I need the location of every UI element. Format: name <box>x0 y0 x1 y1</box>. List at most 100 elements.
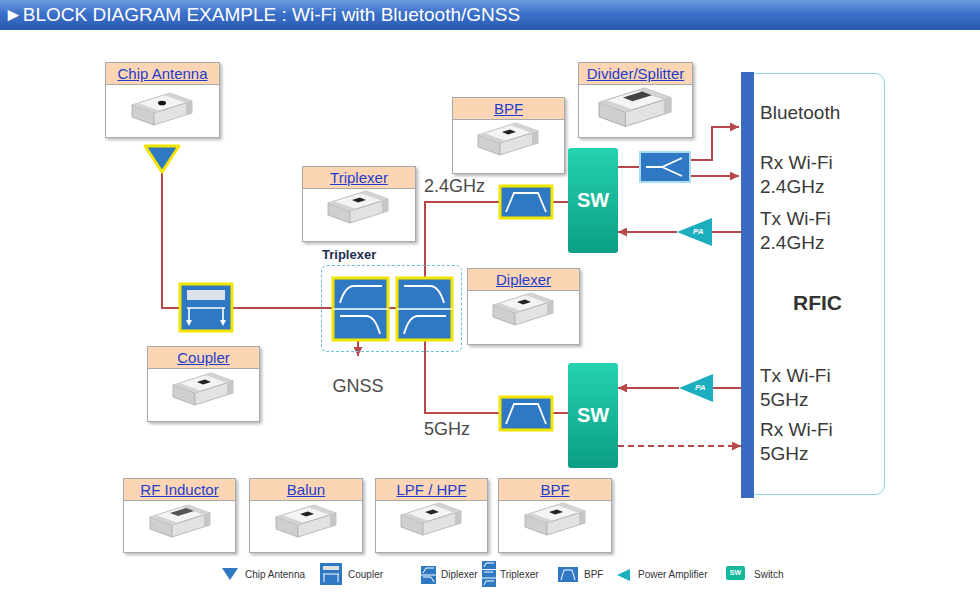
card-title: Triplexer <box>330 167 388 188</box>
coupler-icon-line <box>323 574 339 582</box>
part-card: Diplexer <box>467 268 580 345</box>
port-name: Rx Wi-Fi 2.4GHz <box>760 151 870 199</box>
chip-body <box>401 503 461 535</box>
filter-curve <box>404 286 444 303</box>
bpf-switch-wire <box>552 201 568 203</box>
coupler-line <box>187 308 225 321</box>
coupler-wire <box>232 307 333 309</box>
card-header: BPF <box>453 98 564 120</box>
divider-fork <box>646 158 682 176</box>
amplifier-triangle <box>679 374 713 402</box>
band-label: 5GHz <box>424 419 470 440</box>
rfic-block: BluetoothRx Wi-Fi 2.4GHzTx Wi-Fi 2.4GHzR… <box>741 73 885 495</box>
card-header: Coupler <box>148 347 259 369</box>
switch-label: SW <box>577 189 609 212</box>
page-title: ►BLOCK DIAGRAM EXAMPLE : Wi-Fi with Blue… <box>0 0 980 30</box>
coupler-arrows <box>186 320 226 326</box>
switch-label: SW <box>577 404 609 427</box>
bpf-curve <box>506 193 546 212</box>
signal-connector <box>618 445 741 447</box>
part-card: Balun <box>249 478 363 553</box>
chip-mark <box>300 512 314 517</box>
band-5-wire <box>425 340 500 413</box>
triplexer-photo <box>328 191 388 223</box>
antenna-symbol <box>145 146 179 172</box>
switch-block: SW <box>568 363 618 468</box>
bpf-photo <box>525 503 585 535</box>
triplexer-filters <box>333 278 452 340</box>
port-name: Tx Wi-Fi 5GHz <box>760 364 870 412</box>
chip-body <box>478 123 538 155</box>
symbol-body <box>500 397 552 430</box>
coupler-icon <box>320 563 342 585</box>
legend-text: Diplexer <box>441 569 478 581</box>
signal-connector <box>713 387 741 389</box>
bpf-symbol <box>500 397 552 430</box>
card-header: Triplexer <box>303 167 415 189</box>
chip-body <box>599 88 671 126</box>
chip-body <box>150 505 210 537</box>
switch-block: SW <box>568 148 618 253</box>
divider-symbol <box>640 152 690 182</box>
card-title: LPF / HPF <box>396 479 466 500</box>
band-24-wire <box>425 202 500 278</box>
rx-24-wire <box>690 175 739 177</box>
divider-photo <box>599 88 671 126</box>
card-header: Balun <box>250 479 362 501</box>
filter-divider <box>397 308 452 310</box>
port-name: Tx Wi-Fi 2.4GHz <box>760 207 870 255</box>
symbol-body <box>180 284 232 331</box>
lpf-hpf-photo <box>401 503 461 535</box>
part-card: BPF <box>498 478 612 553</box>
filter-curve <box>340 316 380 334</box>
card-header: BPF <box>499 479 611 501</box>
card-header: RF Inductor <box>124 479 235 501</box>
triplexer-group: Triplexer <box>321 265 462 352</box>
filter-body <box>333 278 388 340</box>
legend-text: Coupler <box>348 569 383 581</box>
part-card: RF Inductor <box>123 478 236 553</box>
chip-mark <box>197 380 211 385</box>
card-title: RF Inductor <box>140 479 218 500</box>
band-label: GNSS <box>332 376 383 397</box>
part-card: Chip Antenna <box>105 62 220 138</box>
card-title: BPF <box>494 98 523 119</box>
signal-wires <box>162 127 739 413</box>
legend-text: Switch <box>754 569 783 581</box>
band-label: 2.4GHz <box>424 176 485 197</box>
chip-name: RFIC <box>793 291 842 315</box>
chip-body <box>173 373 233 405</box>
icon-label: SW <box>730 569 741 577</box>
chip-body <box>132 93 192 125</box>
bpf-icon-curve <box>561 570 575 580</box>
legend-text: Chip Antenna <box>245 569 305 581</box>
chip-mark <box>549 510 563 515</box>
gnss-wire <box>357 340 359 356</box>
antenna-wire <box>162 172 180 308</box>
bpf-symbol <box>500 186 552 218</box>
card-title: Balun <box>287 479 325 500</box>
signal-connector <box>618 231 677 233</box>
coupler-photo <box>173 373 233 405</box>
chip-body <box>328 191 388 223</box>
filter-body <box>397 278 452 340</box>
chip-mark <box>158 101 166 106</box>
card-header: Chip Antenna <box>106 63 219 85</box>
diplexer-icon-curves <box>421 568 436 582</box>
card-header: Divider/Splitter <box>579 63 692 85</box>
title-bar: ►BLOCK DIAGRAM EXAMPLE : Wi-Fi with Blue… <box>0 0 980 30</box>
bpf-curve <box>506 404 546 424</box>
filter-curve <box>340 286 382 303</box>
pa-icon <box>617 569 630 581</box>
part-card: LPF / HPF <box>375 478 488 553</box>
rfic-bar <box>741 72 754 498</box>
part-card: Triplexer <box>302 166 416 242</box>
switch-divider-wire <box>618 166 640 168</box>
coupler-icon-bar <box>323 566 339 570</box>
part-card: Divider/Splitter <box>578 62 693 138</box>
symbol-body <box>640 152 690 182</box>
filter-divider <box>333 308 388 310</box>
signal-connector <box>712 231 741 233</box>
